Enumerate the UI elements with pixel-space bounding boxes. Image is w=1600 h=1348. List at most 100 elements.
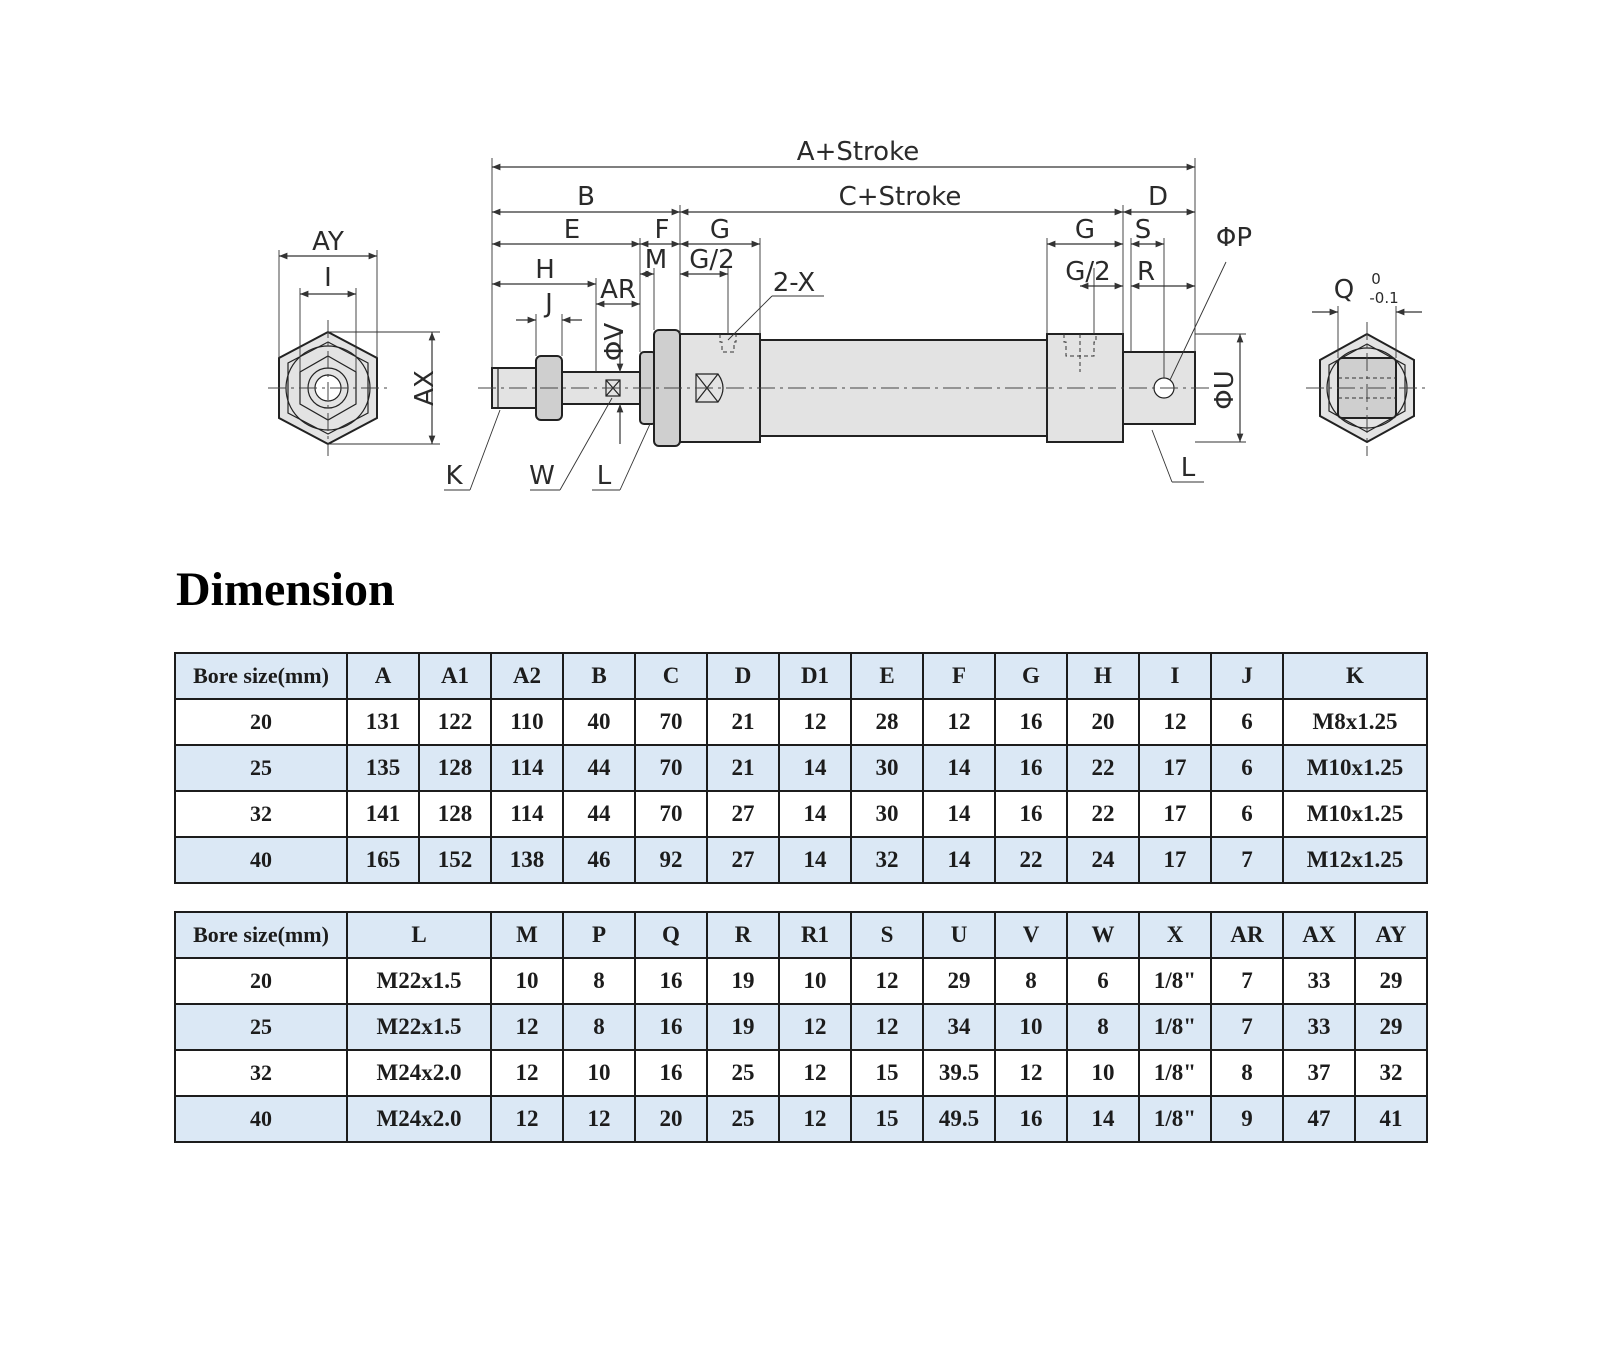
label-l-left: L <box>597 461 612 491</box>
table-header-cell: D1 <box>778 652 852 700</box>
table-header-cell: H <box>1066 652 1140 700</box>
side-view: A+Stroke B C+Stroke D E F G M G/2 H AR <box>444 137 1252 491</box>
table-header-cell: AX <box>1282 911 1356 959</box>
table-cell: 12 <box>850 1003 924 1051</box>
table-header-cell: Bore size(mm) <box>174 911 348 959</box>
label-j: J <box>543 289 553 319</box>
table-cell: 12 <box>778 1003 852 1051</box>
table-cell: 44 <box>562 744 636 792</box>
table-cell: M22x1.5 <box>346 1003 492 1051</box>
table-cell: 32 <box>850 836 924 884</box>
table-cell: 21 <box>706 698 780 746</box>
table-cell: 12 <box>490 1049 564 1097</box>
table-cell: 114 <box>490 790 564 838</box>
table-header-cell: U <box>922 911 996 959</box>
label-ax: AX <box>410 370 440 406</box>
table-cell: 131 <box>346 698 420 746</box>
table-header-cell: G <box>994 652 1068 700</box>
label-ar: AR <box>600 275 636 305</box>
table-cell: M24x2.0 <box>346 1095 492 1143</box>
table-cell: M12x1.25 <box>1282 836 1428 884</box>
table-cell: 7 <box>1210 1003 1284 1051</box>
table-cell: 12 <box>778 1095 852 1143</box>
table-cell: 17 <box>1138 790 1212 838</box>
table-cell: 20 <box>1066 698 1140 746</box>
table-header-cell: B <box>562 652 636 700</box>
table-cell: 10 <box>490 957 564 1005</box>
table-cell: 138 <box>490 836 564 884</box>
table-cell: 8 <box>1210 1049 1284 1097</box>
table-cell: 70 <box>634 790 708 838</box>
table-cell: 14 <box>778 790 852 838</box>
table-cell: 14 <box>1066 1095 1140 1143</box>
table-header-cell: AR <box>1210 911 1284 959</box>
table-cell: 30 <box>850 744 924 792</box>
table-cell: 16 <box>994 790 1068 838</box>
label-d: D <box>1148 182 1168 212</box>
label-g-left: G <box>710 215 730 245</box>
table-cell: 25 <box>174 1003 348 1051</box>
label-s: S <box>1135 215 1152 245</box>
table-cell: 14 <box>778 836 852 884</box>
page-title: Dimension <box>176 563 395 616</box>
table-cell: 12 <box>994 1049 1068 1097</box>
table-cell: 19 <box>706 1003 780 1051</box>
table-cell: 14 <box>922 790 996 838</box>
table-cell: 16 <box>634 1049 708 1097</box>
table-cell: M24x2.0 <box>346 1049 492 1097</box>
table-cell: 12 <box>778 1049 852 1097</box>
table-cell: 12 <box>850 957 924 1005</box>
table-cell: 70 <box>634 744 708 792</box>
table-cell: 16 <box>994 698 1068 746</box>
table-cell: 30 <box>850 790 924 838</box>
table-cell: 29 <box>922 957 996 1005</box>
table-cell: 141 <box>346 790 420 838</box>
table-header-cell: R <box>706 911 780 959</box>
table-cell: 15 <box>850 1095 924 1143</box>
table-cell: 19 <box>706 957 780 1005</box>
label-q: Q <box>1334 275 1354 305</box>
table-cell: 46 <box>562 836 636 884</box>
table-cell: 29 <box>1354 957 1428 1005</box>
label-w: W <box>529 461 555 491</box>
table-cell: 27 <box>706 790 780 838</box>
table-header-cell: D <box>706 652 780 700</box>
label-phi-u: ΦU <box>1210 370 1240 410</box>
table-cell: 15 <box>850 1049 924 1097</box>
table-cell: 12 <box>490 1095 564 1143</box>
label-r: R <box>1137 257 1155 287</box>
table-header-cell: K <box>1282 652 1428 700</box>
label-2-x: 2-X <box>773 268 815 298</box>
table-header-cell: P <box>562 911 636 959</box>
label-phi-p: ΦP <box>1216 223 1252 253</box>
front-end-view: AY I AX <box>268 227 440 456</box>
table-cell: 14 <box>922 836 996 884</box>
table-header-cell: M <box>490 911 564 959</box>
table-cell: 17 <box>1138 836 1212 884</box>
table-cell: 40 <box>174 1095 348 1143</box>
table-cell: 44 <box>562 790 636 838</box>
table-cell: 16 <box>634 1003 708 1051</box>
table-header-cell: S <box>850 911 924 959</box>
table-cell: 12 <box>922 698 996 746</box>
table-cell: 28 <box>850 698 924 746</box>
table-header-cell: AY <box>1354 911 1428 959</box>
table-header-cell: V <box>994 911 1068 959</box>
table-cell: 122 <box>418 698 492 746</box>
table-cell: 16 <box>994 1095 1068 1143</box>
table-cell: 110 <box>490 698 564 746</box>
label-g2-left: G/2 <box>689 245 734 275</box>
label-g-right: G <box>1075 215 1095 245</box>
table-cell: 37 <box>1282 1049 1356 1097</box>
table-cell: 12 <box>1138 698 1212 746</box>
table-cell: 39.5 <box>922 1049 996 1097</box>
table-cell: 10 <box>994 1003 1068 1051</box>
table-cell: 14 <box>922 744 996 792</box>
table-cell: 12 <box>778 698 852 746</box>
table-header-cell: J <box>1210 652 1284 700</box>
